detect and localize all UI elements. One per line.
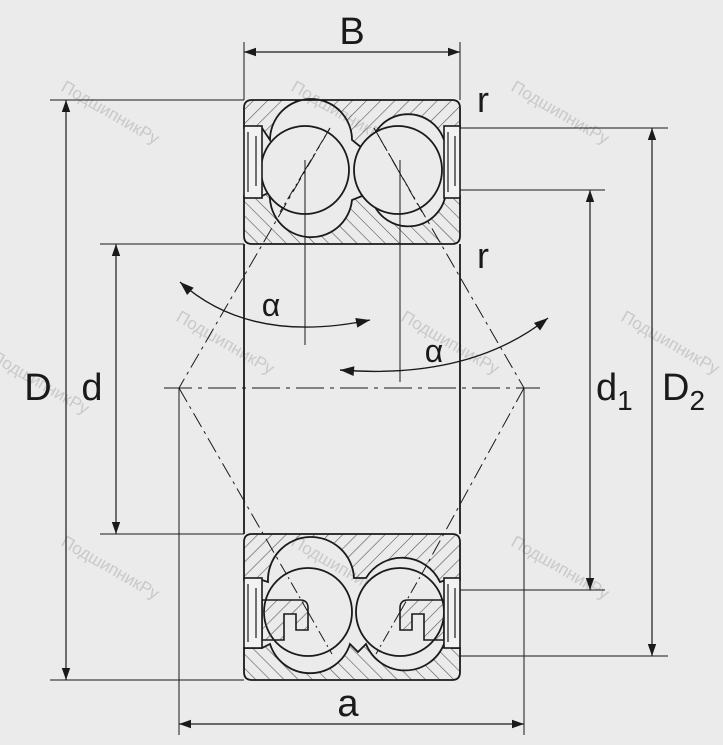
seal-top-right (443, 125, 461, 199)
label-alpha-right: α (425, 333, 444, 369)
extension-lines (50, 42, 668, 735)
seal-bottom-right (443, 577, 461, 649)
cage-bottom-right (399, 599, 445, 641)
label-D: D (24, 367, 51, 409)
label-d: d (81, 367, 102, 409)
watermark-text: ПодшипникРу (398, 307, 503, 379)
label-d1: d1 (596, 367, 633, 416)
watermark-text: ПодшипникРу (58, 77, 163, 149)
seal-top-left (243, 125, 263, 199)
label-D2: D2 (662, 367, 705, 416)
bottom-section (243, 533, 461, 681)
label-r-mid: r (477, 235, 489, 276)
inner-ring-top (243, 190, 461, 245)
outer-ring-bottom (243, 642, 461, 681)
label-D2-sub: 2 (689, 385, 705, 416)
alpha-arc-right (339, 317, 549, 376)
label-d1-sub: 1 (617, 385, 633, 416)
label-r-top: r (477, 79, 489, 120)
label-D2-main: D (662, 367, 689, 409)
watermark-text: ПодшипникРу (58, 532, 163, 604)
top-section (243, 98, 461, 245)
label-d1-main: d (596, 367, 617, 409)
label-alpha-left: α (262, 287, 281, 323)
label-B: B (339, 11, 364, 53)
label-a: a (337, 683, 359, 725)
seal-bottom-left (243, 577, 263, 649)
watermark-text: ПодшипникРу (508, 77, 613, 149)
cage-bottom-left (261, 599, 309, 641)
